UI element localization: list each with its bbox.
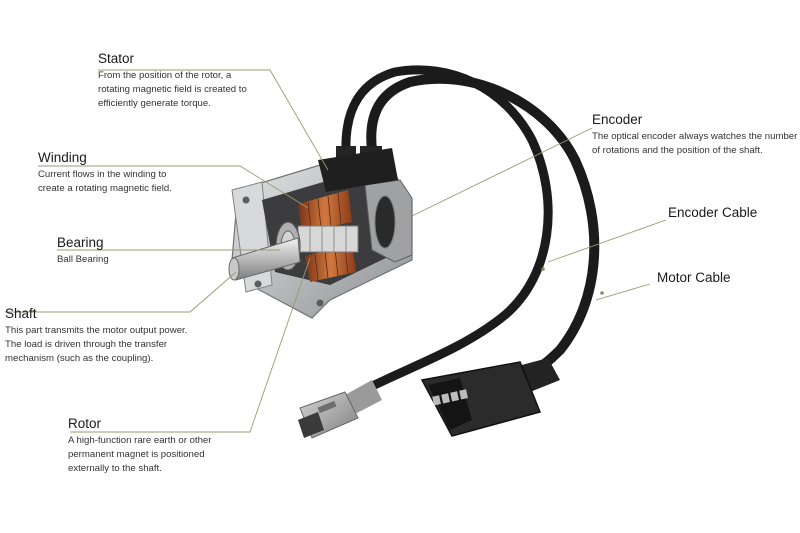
- label-motor-cable: Motor Cable: [657, 270, 731, 286]
- shaft-desc-line: The load is driven through the transfer: [5, 339, 168, 351]
- motor-body: [228, 146, 413, 319]
- terminal-box: [318, 148, 398, 192]
- shaft-desc-line: mechanism (such as the coupling).: [5, 353, 154, 365]
- shaft-end: [228, 257, 240, 281]
- winding-title: Winding: [38, 150, 87, 165]
- plug-boot: [345, 380, 382, 414]
- winding-lower: [305, 244, 356, 282]
- label-rotor: Rotor A high-function rare earth or othe…: [68, 416, 211, 477]
- leader-motor-cable: [595, 283, 651, 301]
- leader-encoder: [411, 127, 593, 217]
- winding-description: Current flows in the winding to create a…: [38, 168, 172, 196]
- leader-dots: [541, 267, 604, 295]
- encoder-title: Encoder: [592, 112, 643, 127]
- leader-stator: [98, 69, 329, 171]
- motor-cable-title: Motor Cable: [657, 270, 731, 285]
- motor-cable: [366, 73, 600, 377]
- stator-desc-line: rotating magnetic field is created to: [98, 84, 247, 96]
- motor-connector: [420, 358, 560, 437]
- shaft-desc-line: This part transmits the motor output pow…: [5, 325, 188, 336]
- connector-pin: [432, 395, 441, 406]
- bearing-description: Ball Bearing: [57, 253, 109, 267]
- label-encoder-cable: Encoder Cable: [668, 205, 757, 221]
- shaft-description: This part transmits the motor output pow…: [5, 324, 187, 367]
- encoder-desc-line: The optical encoder always watches the n…: [592, 131, 798, 142]
- stator-desc-line: From the position of the rotor, a: [98, 70, 232, 81]
- mount-hole: [254, 280, 262, 288]
- label-encoder: Encoder The optical encoder always watch…: [592, 112, 797, 158]
- leader-lines: [5, 69, 667, 433]
- stator-description: From the position of the rotor, a rotati…: [98, 69, 247, 112]
- encoder-cable-title: Encoder Cable: [668, 205, 758, 220]
- label-stator: Stator From the position of the rotor, a…: [98, 51, 247, 112]
- encoder-cable: [341, 65, 553, 400]
- stator-desc-line: efficiently generate torque.: [98, 98, 211, 110]
- leader-shaft: [5, 271, 237, 313]
- rotor-desc-line: externally to the shaft.: [68, 463, 162, 475]
- mount-hole: [242, 196, 250, 204]
- label-bearing: Bearing Ball Bearing: [57, 235, 109, 267]
- encoder-desc-line: of rotations and the position of the sha…: [592, 145, 763, 157]
- rotor-description: A high-function rare earth or other perm…: [68, 434, 211, 477]
- label-shaft: Shaft This part transmits the motor outp…: [5, 306, 187, 367]
- leader-encoder-cable: [547, 219, 667, 263]
- rotor-title: Rotor: [68, 416, 102, 431]
- connector-pin: [459, 389, 468, 400]
- plug-latch: [317, 400, 337, 414]
- connector-pin: [450, 391, 459, 402]
- encoder-plug: [298, 380, 382, 439]
- motor-cable-line: [366, 73, 600, 377]
- mount-hole: [316, 299, 324, 307]
- rotor-desc-line: A high-function rare earth or other: [68, 435, 212, 446]
- winding-desc-line: create a rotating magnetic field.: [38, 183, 172, 195]
- encoder-cable-line: [341, 65, 553, 400]
- plug-socket: [298, 412, 324, 438]
- shaft-title: Shaft: [5, 306, 37, 321]
- encoder-description: The optical encoder always watches the n…: [592, 130, 797, 158]
- connector-pin: [441, 393, 450, 404]
- leader-winding: [38, 165, 309, 209]
- rotor-desc-line: permanent magnet is positioned: [68, 449, 205, 461]
- connector-pins: [432, 389, 468, 406]
- bearing-desc-line: Ball Bearing: [57, 254, 109, 265]
- bearing-title: Bearing: [57, 235, 104, 250]
- encoder-disk: [374, 195, 396, 249]
- winding-desc-line: Current flows in the winding to: [38, 169, 167, 180]
- stator-title: Stator: [98, 51, 135, 66]
- leader-dot-encoder-cable: [541, 267, 545, 271]
- rotor-core: [297, 225, 359, 253]
- leader-rotor: [70, 257, 311, 433]
- leader-dot-motor-cable: [600, 291, 604, 295]
- label-winding: Winding Current flows in the winding to …: [38, 150, 172, 196]
